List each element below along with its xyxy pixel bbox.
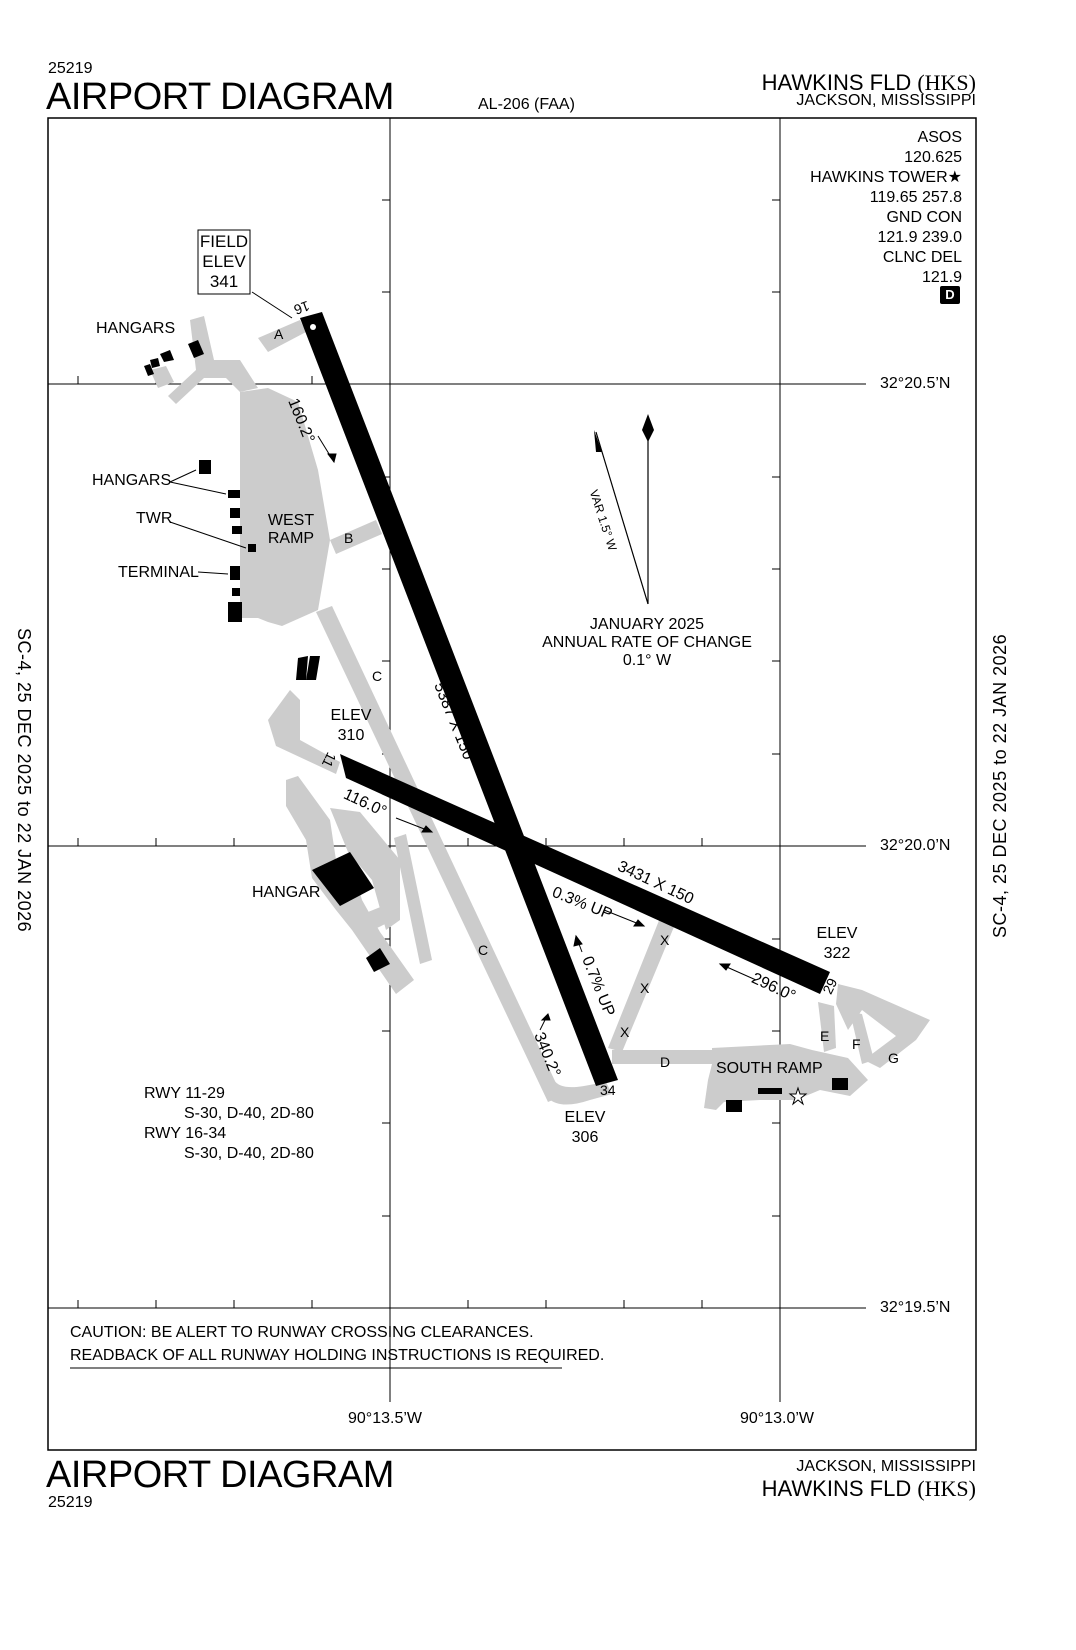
strength-rwy-b: RWY 16-34 [144,1125,227,1142]
caution-line-2: READBACK OF ALL RUNWAY HOLDING INSTRUCTI… [70,1347,605,1364]
city-bottom: JACKSON, MISSISSIPPI [796,1458,976,1475]
taxiway-c-label-1: C [372,668,383,684]
taxiway-d [612,1050,720,1064]
strength-rwy-a: RWY 11-29 [144,1085,225,1102]
chart-title-bottom: AIRPORT DIAGRAM [46,1454,394,1496]
taxiway-c-label-2: C [478,942,489,958]
tower-star [788,1086,808,1106]
tower-star-icon: ★ [947,169,962,186]
magvar-block: JANUARY 2025 ANNUAL RATE OF CHANGE 0.1° … [530,616,764,670]
side-text-right-label: SC-4, 25 DEC 2025 to 22 JAN 2026 [990,633,1010,938]
strength-rwy-a-value: S-30, D-40, 2D-80 [184,1105,314,1122]
procedure-id: AL-206 (FAA) [478,96,575,113]
taxiway-g-label: G [888,1050,899,1066]
runways [300,312,830,1086]
runway-11-29 [340,754,830,994]
caution-line-1: CAUTION: BE ALERT TO RUNWAY CROSSING CLE… [70,1324,534,1341]
taxiway-b [330,520,382,554]
field-elev-l2: ELEV [202,252,246,271]
airport-name-b: HAWKINS FLD [761,1476,912,1501]
magvar-rate-label: ANNUAL RATE OF CHANGE [542,634,752,651]
taxiway-x-label-3: X [620,1024,630,1040]
label-twr: TWR [136,510,173,527]
asos-label: ASOS [917,129,962,146]
tower-freq: 119.65 257.8 [869,189,962,206]
field-elev-box [197,229,251,295]
south-ramp [704,1044,868,1110]
lat-2: 32°20.0’N [880,837,951,854]
taxiway-d-label: D [660,1054,671,1070]
taxiway-b-label: B [344,530,354,546]
label-hangars-mid: HANGARS [92,472,172,489]
airport-ident-b: (HKS) [917,1476,976,1501]
taxiway-x [608,918,676,1052]
label-south-ramp: SOUTH RAMP [716,1060,823,1077]
hangar-building [312,852,374,906]
volume-number-top: 25219 [48,60,93,77]
lon-1: 90°13.5’W [348,1410,422,1427]
taxiway-c [316,606,562,1102]
taxiway-f-label: F [852,1036,861,1052]
strength-rwy-b-value: S-30, D-40, 2D-80 [184,1145,314,1162]
magvar-rate: 0.1° W [622,652,672,669]
taxiway-a-label: A [274,326,284,342]
magvar-date: JANUARY 2025 [589,616,705,633]
taxiway-x-label-2: X [640,980,650,996]
gnd-label: GND CON [886,209,962,226]
asos-freq: 120.625 [904,149,962,166]
buildings [144,340,848,1112]
gnd-freq: 121.9 239.0 [877,229,962,246]
side-text-left-label: SC-4, 25 DEC 2025 to 22 JAN 2026 [14,628,34,933]
lon-2: 90°13.0’W [740,1410,814,1427]
tower-label: HAWKINS TOWER★ [810,169,962,186]
label-terminal: TERMINAL [118,564,199,581]
d-atis-badge: D [940,286,960,304]
chart-title-top: AIRPORT DIAGRAM [46,76,394,118]
leaders [169,469,247,575]
taxiway-x-label-1: X [660,932,670,948]
airport-name-bottom: HAWKINS FLD (HKS) [762,1476,976,1502]
clnc-label: CLNC DEL [882,249,962,266]
runway-34-label: 34 [600,1082,616,1098]
volume-number-bottom: 25219 [48,1494,93,1511]
north-arrow [594,414,654,605]
clnc-freq: 121.9 [921,269,962,286]
label-hangars-top: HANGARS [96,320,176,337]
city-top: JACKSON, MISSISSIPPI [796,92,976,109]
airport-name-top: HAWKINS FLD (HKS) [762,70,976,96]
airport-name: HAWKINS FLD [761,70,912,95]
runway-strength: RWY 11-29 S-30, D-40, 2D-80 RWY 16-34 S-… [144,1084,314,1164]
label-hangar: HANGAR [252,884,321,901]
lat-lon-grid [48,118,866,1402]
lat-1: 32°20.5’N [880,375,951,392]
field-elev-l1: FIELD [199,232,249,251]
airport-ident: (HKS) [917,70,976,95]
frequency-block: ASOS 120.625 HAWKINS TOWER★ 119.65 257.8… [810,128,962,288]
runway-16-34 [300,312,618,1086]
field-elev-leader [251,291,293,319]
taxiway-e-label: E [820,1028,830,1044]
field-elev-value: 341 [209,272,239,291]
heading-arrows [317,435,757,1031]
chart-border [47,117,977,1451]
field-elev: FIELD ELEV 341 [198,232,250,292]
west-ramp [240,388,330,626]
runway-16-threshold-light [310,324,316,330]
lat-3: 32°19.5’N [880,1299,951,1316]
taxiway-a [258,320,306,352]
taxiways-ramps [150,316,930,1110]
